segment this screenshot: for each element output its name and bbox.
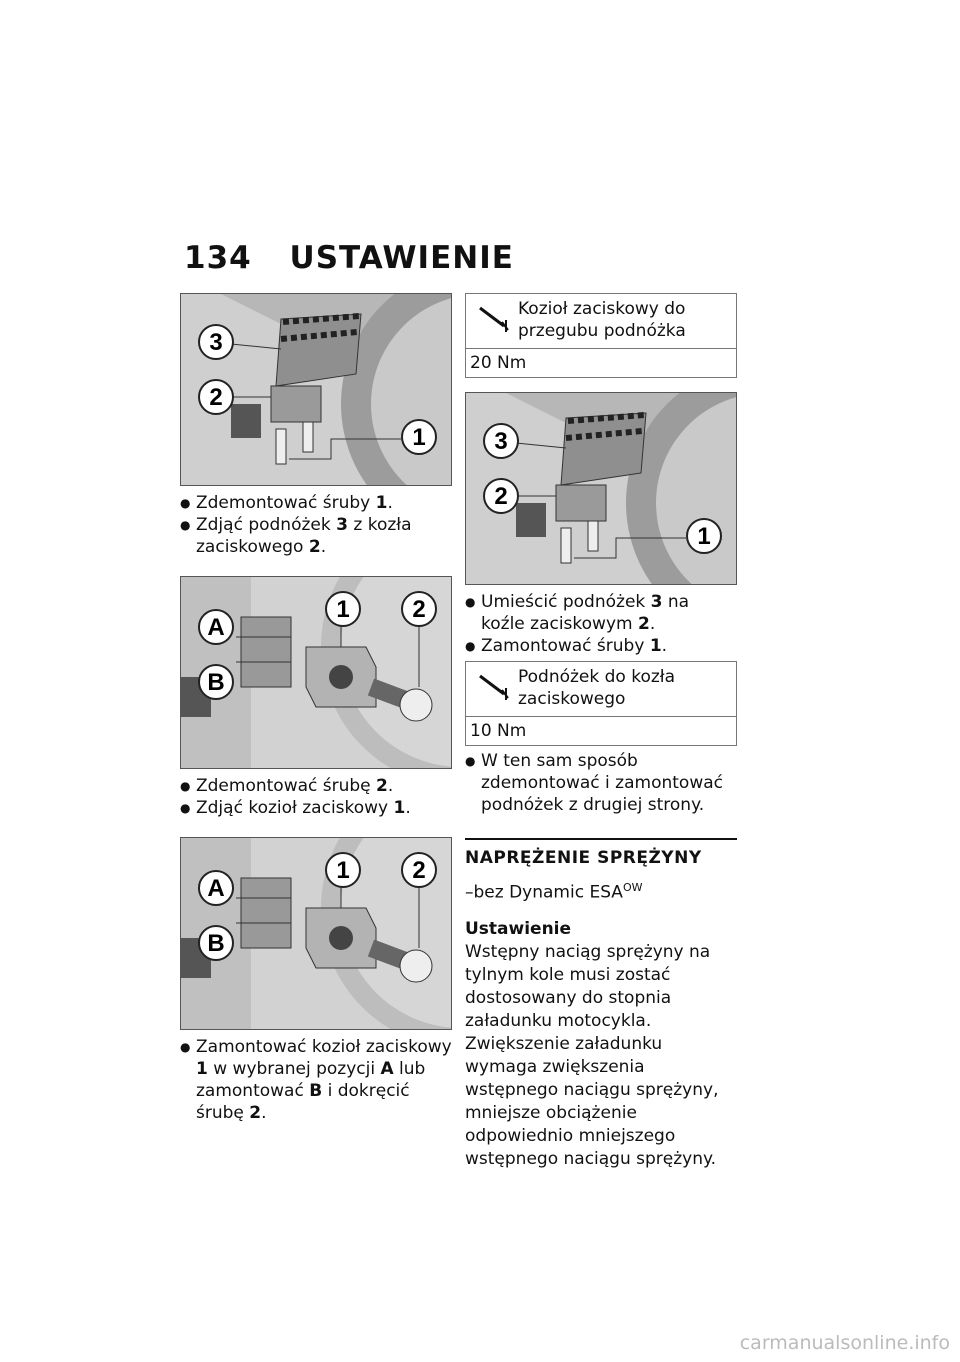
page-title: 134 USTAWIENIE — [184, 240, 514, 276]
callout-1: 1 — [697, 523, 710, 550]
variant-note: –bez Dynamic ESAOW — [465, 881, 643, 903]
step-item: Umieścić podnóżek 3 na koźle zaciskowym … — [465, 591, 737, 635]
watermark: carmanualsonline.info — [739, 1332, 950, 1354]
right-column: Kozioł zaciskowy do przegubu podnóżka 20… — [465, 293, 737, 1171]
torque-wrench-icon — [478, 304, 512, 340]
steps-list-4: Umieścić podnóżek 3 na koźle zaciskowym … — [465, 591, 737, 657]
callout-1: 1 — [412, 424, 425, 451]
callout-2: 2 — [494, 483, 507, 510]
callout-3: 3 — [209, 329, 222, 356]
torque-value: 20 Nm — [466, 348, 736, 377]
callout-2: 2 — [209, 384, 222, 411]
callout-b: B — [207, 669, 224, 696]
callout-a: A — [207, 875, 224, 902]
torque-label: Kozioł zaciskowy do przegubu podnóżka — [518, 299, 686, 341]
section-title: NAPRĘŻENIE SPRĘŻYNY — [465, 838, 737, 868]
callout-1: 1 — [336, 596, 349, 623]
steps-list-2: Zdemontować śrubę 2. Zdjąć kozioł zacisk… — [180, 775, 452, 819]
callout-a: A — [207, 614, 224, 641]
figure-clamp-bracket-install: A B 1 2 — [180, 837, 452, 1030]
torque-label: Podnóżek do kozła zaciskowego — [518, 667, 676, 709]
step-item: W ten sam sposób zdemontować i zamontowa… — [465, 750, 737, 816]
step-item: Zamontować kozioł zaciskowy 1 w wybranej… — [180, 1036, 452, 1124]
chapter-title: USTAWIENIE — [289, 240, 514, 276]
torque-box-1: Kozioł zaciskowy do przegubu podnóżka 20… — [465, 293, 737, 378]
callout-2: 2 — [412, 857, 425, 884]
steps-list-3: Zamontować kozioł zaciskowy 1 w wybranej… — [180, 1036, 452, 1124]
callout-2: 2 — [412, 596, 425, 623]
figure-footpeg-mounting: 3 2 1 — [465, 392, 737, 585]
body-paragraph: Wstępny naciąg sprężyny na tylnym kole m… — [465, 941, 719, 1169]
step-item: Zdjąć kozioł zaciskowy 1. — [180, 797, 452, 819]
torque-box-2: Podnóżek do kozła zaciskowego 10 Nm — [465, 661, 737, 746]
callout-3: 3 — [494, 428, 507, 455]
torque-value: 10 Nm — [466, 716, 736, 745]
page-number: 134 — [184, 240, 252, 276]
step-item: Zdjąć podnóżek 3 z kozła zaciskowego 2. — [180, 514, 452, 558]
step-item: Zamontować śruby 1. — [465, 635, 737, 657]
torque-wrench-icon — [478, 672, 512, 708]
step-item: Zdemontować śruby 1. — [180, 492, 452, 514]
step-item: Zdemontować śrubę 2. — [180, 775, 452, 797]
steps-list-5: W ten sam sposób zdemontować i zamontowa… — [465, 750, 737, 816]
callout-1: 1 — [336, 857, 349, 884]
subsection-title: Ustawienie — [465, 918, 572, 939]
figure-footpeg-removal: 3 2 1 — [180, 293, 452, 486]
left-column: 3 2 1 Zdemontować śruby 1. Zdjąć podnóże… — [180, 293, 452, 1124]
steps-list-1: Zdemontować śruby 1. Zdjąć podnóżek 3 z … — [180, 492, 452, 558]
callout-b: B — [207, 930, 224, 957]
figure-clamp-bracket: A B 1 2 — [180, 576, 452, 769]
